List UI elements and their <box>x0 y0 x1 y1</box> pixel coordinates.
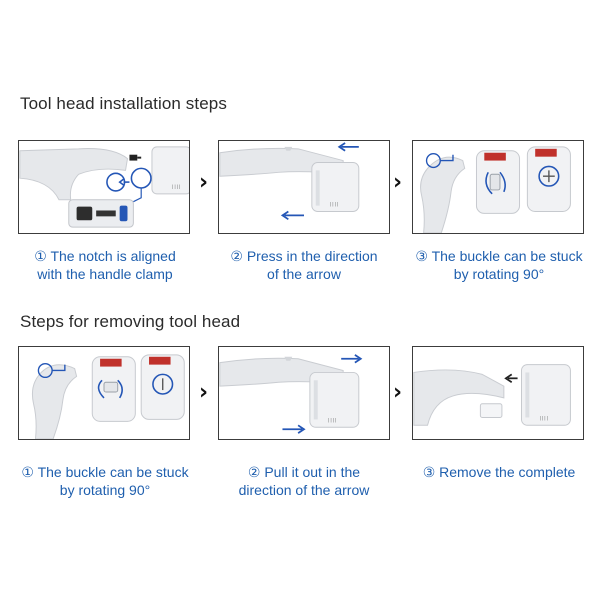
caption-line: ② Pull it out in the <box>247 464 361 480</box>
svg-text:||||: |||| <box>329 202 338 207</box>
section-title-install: Tool head installation steps <box>20 94 227 113</box>
install-step3-caption: ③ The buckle can be stuck by rotating 90… <box>404 247 594 283</box>
section-title-remove: Steps for removing tool head <box>20 312 241 331</box>
svg-text:||||: |||| <box>172 184 181 189</box>
caption-line: of the arrow <box>267 266 341 282</box>
caption-line: ① The buckle can be stuck <box>21 464 189 480</box>
svg-text:||||: |||| <box>539 415 548 420</box>
remove-step2-caption: ② Pull it out in the direction of the ar… <box>209 463 399 499</box>
install-step1-illustration: |||| <box>18 140 190 234</box>
caption-line: by rotating 90° <box>59 482 151 498</box>
remove-step3-illustration: |||| <box>412 346 584 440</box>
svg-text:||||: |||| <box>327 417 336 422</box>
chevron-right-icon: › <box>199 170 209 195</box>
remove-step1-caption: ① The buckle can be stuck by rotating 90… <box>10 463 200 499</box>
caption-line: ① The notch is aligned <box>34 248 176 264</box>
remove-step3-caption: ③ Remove the complete <box>404 463 594 481</box>
caption-line: ② Press in the direction <box>230 248 378 264</box>
chevron-right-icon: › <box>393 170 403 195</box>
install-step1-caption: ① The notch is aligned with the handle c… <box>10 247 200 283</box>
caption-line: with the handle clamp <box>37 266 173 282</box>
caption-line: ③ Remove the complete <box>422 464 576 480</box>
remove-step2-illustration: |||| <box>218 346 390 440</box>
chevron-right-icon: › <box>393 380 403 405</box>
install-step2-illustration: |||| <box>218 140 390 234</box>
caption-line: by rotating 90° <box>453 266 545 282</box>
install-step2-caption: ② Press in the direction of the arrow <box>209 247 399 283</box>
caption-line: ③ The buckle can be stuck <box>415 248 583 264</box>
caption-line: direction of the arrow <box>238 482 370 498</box>
install-step3-illustration <box>412 140 584 234</box>
remove-step1-illustration <box>18 346 190 440</box>
chevron-right-icon: › <box>199 380 209 405</box>
